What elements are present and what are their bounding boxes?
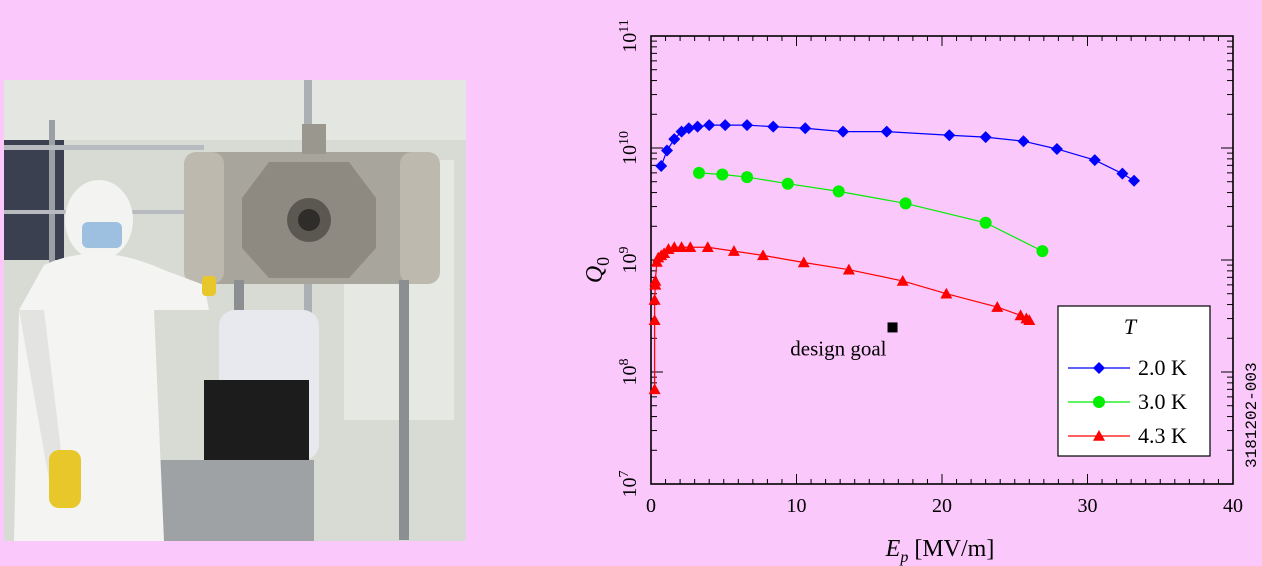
- y-tick-label-text: 109: [617, 247, 641, 274]
- data-point: [716, 168, 729, 181]
- data-point: [661, 144, 674, 157]
- data-point: [797, 256, 810, 268]
- data-point: [684, 241, 697, 253]
- legend-marker: [1093, 430, 1105, 441]
- data-point: [1036, 245, 1049, 258]
- series-2-0-k: [655, 119, 1141, 187]
- data-point: [781, 177, 794, 190]
- legend-entry: 2.0 K: [1068, 355, 1187, 380]
- y-tick-label-text: 108: [617, 359, 641, 386]
- legend: T 2.0 K 3.0 K 4.3 K: [1057, 305, 1211, 457]
- data-point: [896, 274, 909, 286]
- y-tick-label-text: 107: [617, 471, 641, 498]
- data-point: [979, 131, 992, 144]
- data-point: [703, 119, 716, 132]
- x-tick-label: 0: [646, 495, 656, 517]
- data-point: [767, 120, 780, 133]
- legend-label: 2.0 K: [1138, 355, 1187, 380]
- data-point: [899, 197, 912, 210]
- x-tick-label: 20: [932, 495, 952, 517]
- y-tick-labels: 107 108 109 1010 1011: [617, 19, 641, 497]
- x-tick-label: 40: [1223, 495, 1243, 517]
- cryomodule-photo: [4, 80, 466, 541]
- data-point: [719, 119, 732, 132]
- series-line: [654, 246, 1030, 390]
- y-axis-title: Q0: [582, 257, 613, 283]
- data-point: [668, 133, 681, 146]
- data-point: [1014, 309, 1027, 321]
- legend-label: 4.3 K: [1138, 423, 1187, 448]
- x-tick-label: 10: [787, 495, 807, 517]
- legend-marker: [1093, 396, 1105, 408]
- legend-entry: 4.3 K: [1068, 423, 1187, 448]
- y-tick-label: 109: [617, 247, 641, 274]
- legend-marker: [1093, 362, 1105, 374]
- data-point: [1023, 314, 1036, 326]
- data-point: [991, 301, 1004, 312]
- y-tick-label-text: 1011: [617, 19, 641, 52]
- series-line: [698, 172, 1043, 252]
- data-point: [842, 263, 855, 275]
- data-point: [648, 314, 661, 326]
- design-goal-marker: [887, 322, 898, 333]
- legend-label: 3.0 K: [1138, 389, 1187, 414]
- y-axis-title-group: Q0: [582, 257, 613, 283]
- data-point: [799, 122, 812, 135]
- x-axis-title: Ep [MV/m]: [885, 536, 995, 566]
- annotation-layer: design goal: [790, 322, 898, 360]
- y-tick-label-text: 1010: [617, 131, 641, 165]
- data-point: [1050, 142, 1063, 155]
- data-point: [1128, 174, 1141, 187]
- data-point: [741, 119, 754, 132]
- x-tick-label: 30: [1078, 495, 1098, 517]
- data-point: [727, 245, 740, 256]
- data-point: [693, 166, 706, 179]
- x-tick-labels: 0 10 20 30 40: [646, 495, 1243, 517]
- plot-frame: [650, 35, 1234, 485]
- data-point: [701, 241, 714, 253]
- figure-id: 3181202-003: [1243, 362, 1261, 468]
- data-point: [741, 171, 754, 184]
- y-tick-label: 1010: [617, 131, 641, 165]
- data-point: [757, 249, 770, 261]
- photo-illustration: [4, 80, 466, 541]
- data-point: [832, 185, 845, 198]
- series-4-3-k: [648, 241, 1036, 395]
- data-point: [648, 293, 661, 305]
- design-goal-label: design goal: [790, 336, 886, 360]
- data-point: [648, 383, 661, 395]
- y-tick-label: 108: [617, 359, 641, 386]
- y-tick-label: 1011: [617, 19, 641, 52]
- data-point: [1017, 135, 1030, 148]
- data-point: [649, 274, 662, 286]
- data-point: [943, 129, 956, 142]
- data-point: [682, 122, 695, 135]
- data-point: [691, 120, 704, 133]
- axis-ticks: [650, 35, 1234, 485]
- data-point: [837, 125, 850, 138]
- legend-entry: 3.0 K: [1068, 389, 1187, 414]
- data-point: [1116, 167, 1129, 180]
- series-line: [660, 124, 1135, 182]
- legend-box: [1057, 305, 1211, 457]
- legend-title: T: [1124, 314, 1138, 339]
- data-point: [675, 241, 688, 253]
- data-point: [880, 125, 893, 138]
- data-point: [1088, 154, 1101, 167]
- series-3-0-k: [693, 166, 1049, 258]
- data-point: [940, 287, 953, 299]
- series-layer: [648, 119, 1141, 395]
- data-point: [655, 160, 668, 173]
- y-tick-label: 107: [617, 471, 641, 498]
- data-point: [979, 216, 992, 229]
